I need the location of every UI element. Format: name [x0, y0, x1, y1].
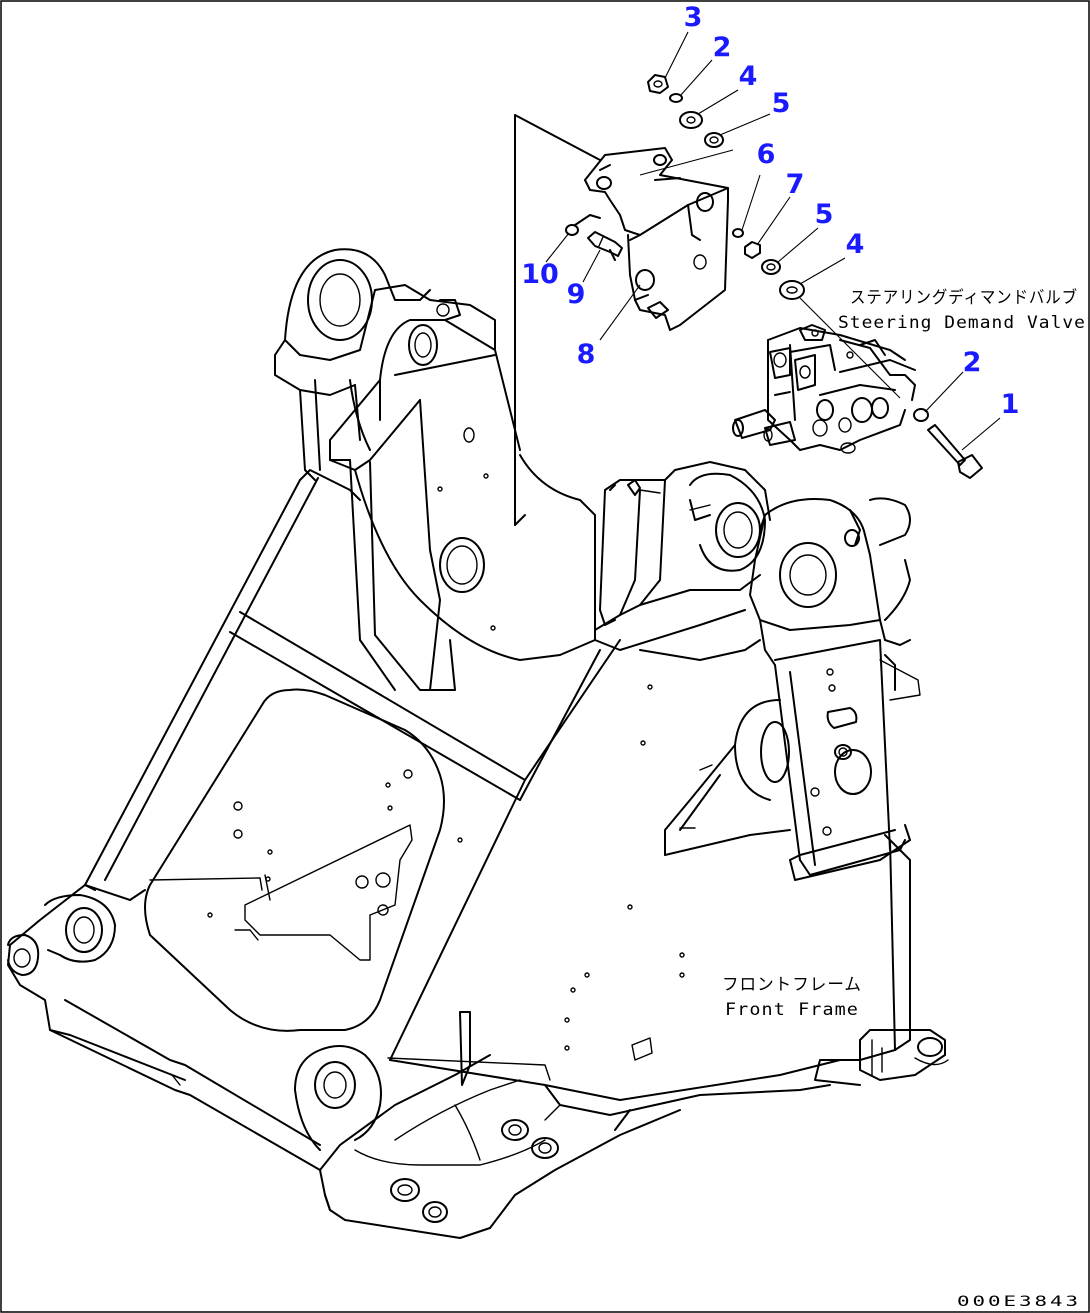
- leader-lines: [545, 31, 1001, 451]
- callout-7[interactable]: 7: [786, 169, 805, 200]
- label-frame-japanese: フロントフレーム: [722, 975, 862, 995]
- label-frame-english: Front Frame: [725, 1000, 859, 1020]
- callout-9[interactable]: 9: [567, 279, 586, 310]
- right-hinge-tower: [594, 461, 921, 881]
- left-hinge-tower: [274, 114, 601, 691]
- center-small-bracket: [609, 479, 661, 496]
- callout-4-top[interactable]: 4: [739, 61, 758, 92]
- callout-2-right[interactable]: 2: [963, 347, 982, 378]
- label-valve-english: Steering Demand Valve: [838, 313, 1086, 333]
- mounting-bracket-part-8: [574, 147, 729, 331]
- drawing-number: 000E3843: [957, 1294, 1081, 1310]
- label-valve-japanese: ステアリングディマンドバルブ: [850, 287, 1078, 308]
- callout-1[interactable]: 1: [1001, 389, 1020, 420]
- callout-5-top[interactable]: 5: [772, 88, 791, 119]
- hardware-parts: [565, 74, 983, 479]
- front-frame-drawing: [7, 469, 949, 1239]
- callout-2-top[interactable]: 2: [713, 32, 732, 63]
- component-labels: ステアリングディマンドバルブ Steering Demand Valve フロン…: [722, 287, 1086, 1310]
- callout-3[interactable]: 3: [684, 2, 703, 33]
- callout-10[interactable]: 10: [521, 259, 559, 290]
- part-callouts: 3 2 4 5 6 7 5 4 10 9 8 2 1: [521, 2, 1019, 420]
- callout-4-right[interactable]: 4: [846, 229, 865, 260]
- steering-demand-valve-drawing: [732, 324, 916, 454]
- callout-5-right[interactable]: 5: [815, 199, 834, 230]
- callout-8[interactable]: 8: [577, 339, 596, 370]
- callout-6[interactable]: 6: [757, 139, 776, 170]
